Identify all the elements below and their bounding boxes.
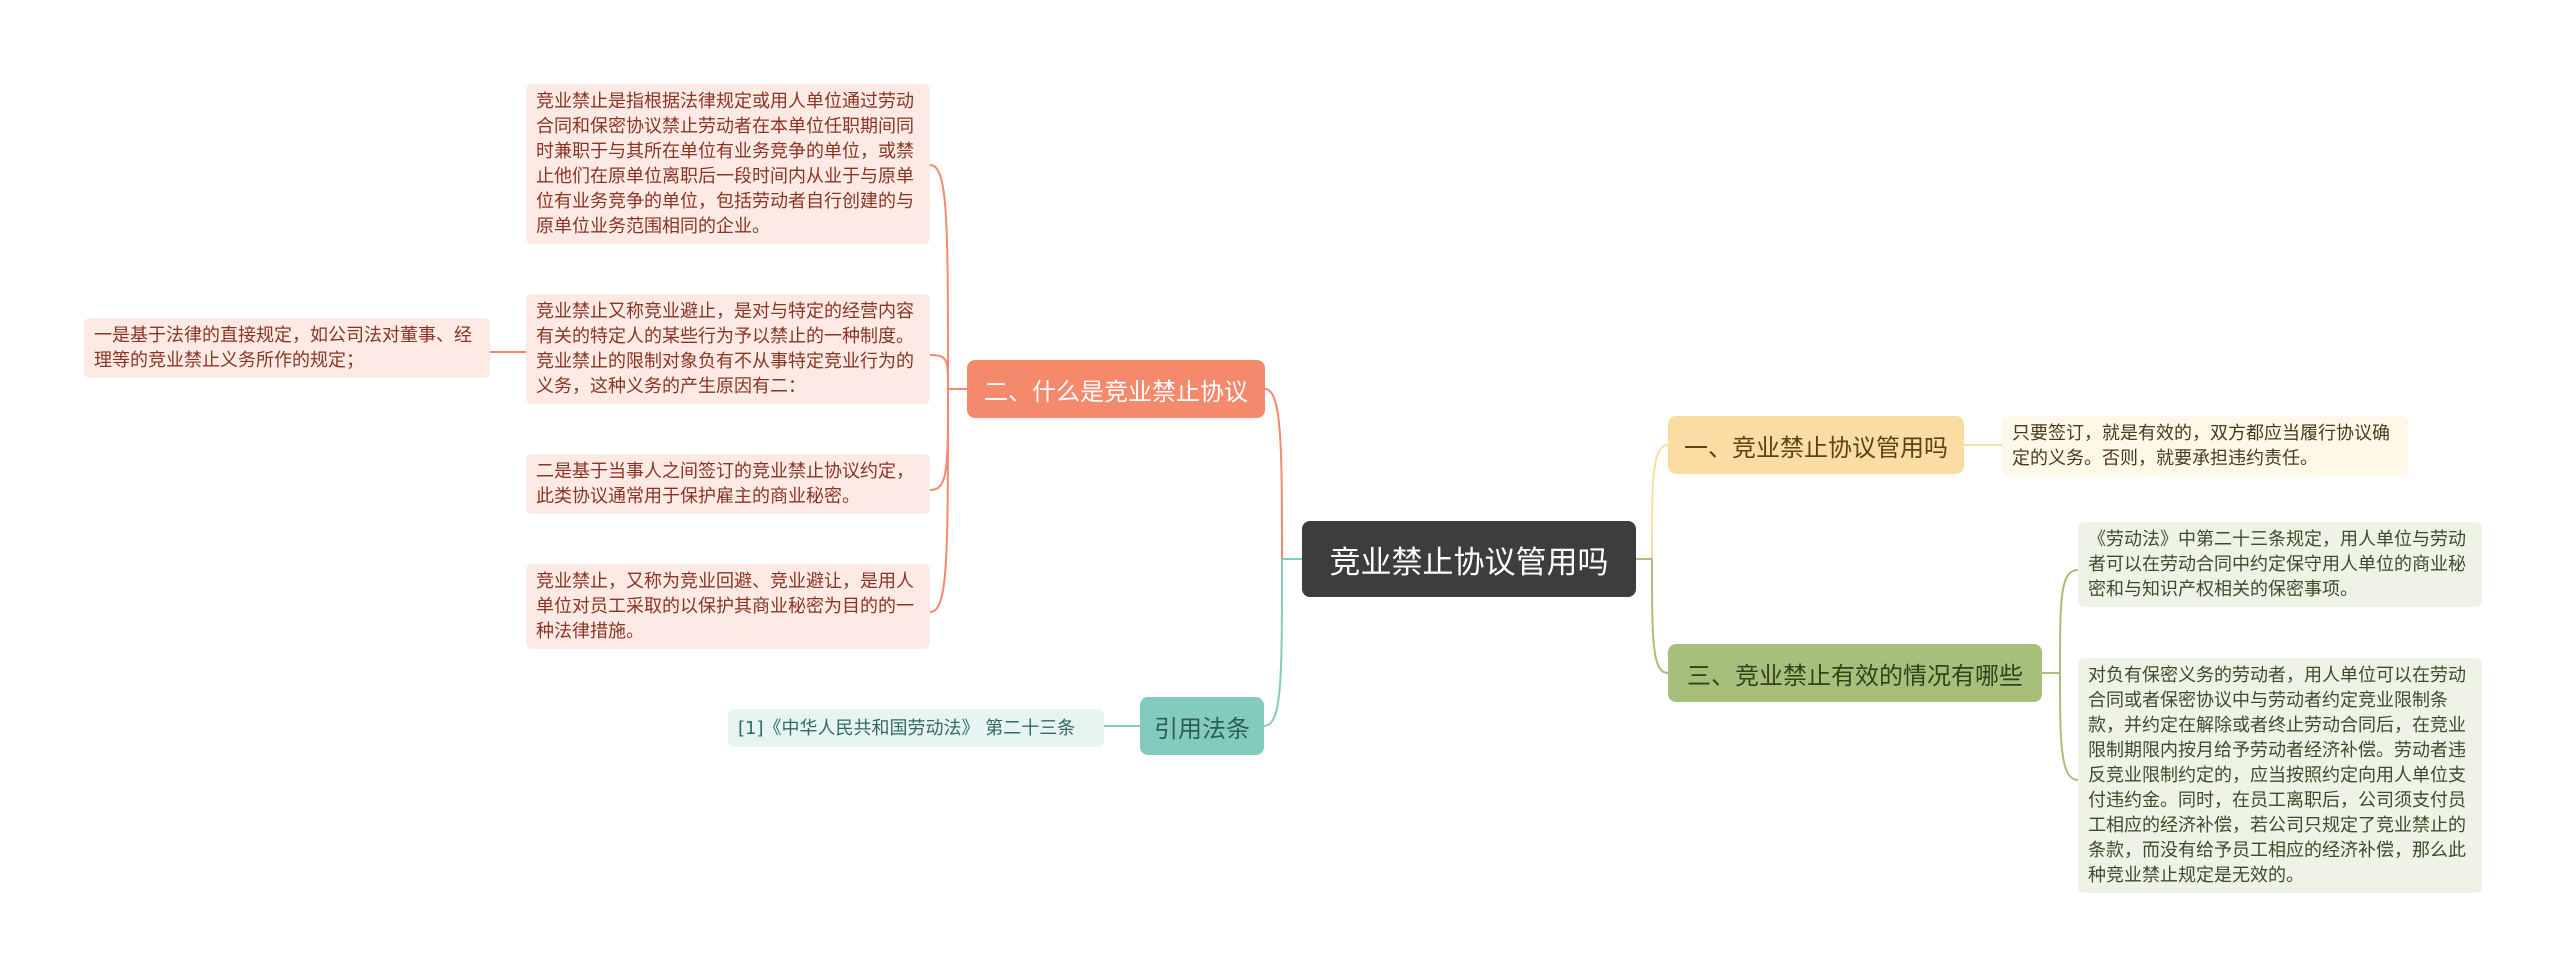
leaf-law-citation[interactable]: [1]《中华人民共和国劳动法》 第二十三条 bbox=[728, 709, 1104, 747]
branch-is-agreement-useful[interactable]: 一、竞业禁止协议管用吗 bbox=[1668, 416, 1964, 474]
leaf-reason-one[interactable]: 一是基于法律的直接规定，如公司法对董事、经理等的竞业禁止义务所作的规定； bbox=[84, 318, 490, 378]
branch-cited-law[interactable]: 引用法条 bbox=[1140, 697, 1264, 755]
branch-what-is-noncompete[interactable]: 二、什么是竞业禁止协议 bbox=[967, 360, 1265, 418]
link-root-what bbox=[1264, 388, 1302, 560]
leaf-reason-two[interactable]: 二是基于当事人之间签订的竞业禁止协议约定，此类协议通常用于保护雇主的商业秘密。 bbox=[526, 454, 930, 514]
branch-when-effective[interactable]: 三、竞业禁止有效的情况有哪些 bbox=[1668, 644, 2042, 702]
leaf-brief-definition[interactable]: 竞业禁止，又称为竞业回避、竞业避让，是用人单位对员工采取的以保护其商业秘密为目的… bbox=[526, 564, 930, 649]
link-root-use bbox=[1636, 444, 1669, 560]
link-root-cite bbox=[1263, 558, 1302, 727]
link-eff-oth bbox=[2042, 672, 2079, 781]
link-eff-lab bbox=[2042, 569, 2079, 674]
link-what-def bbox=[929, 164, 967, 390]
link-what-brief bbox=[929, 388, 967, 613]
leaf-also-called[interactable]: 竞业禁止又称竞业避止，是对与特定的经营内容有关的特定人的某些行为予以禁止的一种制… bbox=[526, 294, 930, 404]
link-root-eff bbox=[1636, 558, 1669, 674]
leaf-valid-if-signed[interactable]: 只要签订，就是有效的，双方都应当履行协议确定的义务。否则，就要承担违约责任。 bbox=[2002, 416, 2408, 476]
root-topic[interactable]: 竞业禁止协议管用吗 bbox=[1302, 521, 1636, 597]
leaf-definition[interactable]: 竞业禁止是指根据法律规定或用人单位通过劳动合同和保密协议禁止劳动者在本单位任职期… bbox=[526, 84, 930, 244]
leaf-compensation-rule[interactable]: 对负有保密义务的劳动者，用人单位可以在劳动合同或者保密协议中与劳动者约定竞业限制… bbox=[2078, 658, 2482, 893]
leaf-labor-law-article[interactable]: 《劳动法》中第二十三条规定，用人单位与劳动者可以在劳动合同中约定保守用人单位的商… bbox=[2078, 522, 2482, 607]
